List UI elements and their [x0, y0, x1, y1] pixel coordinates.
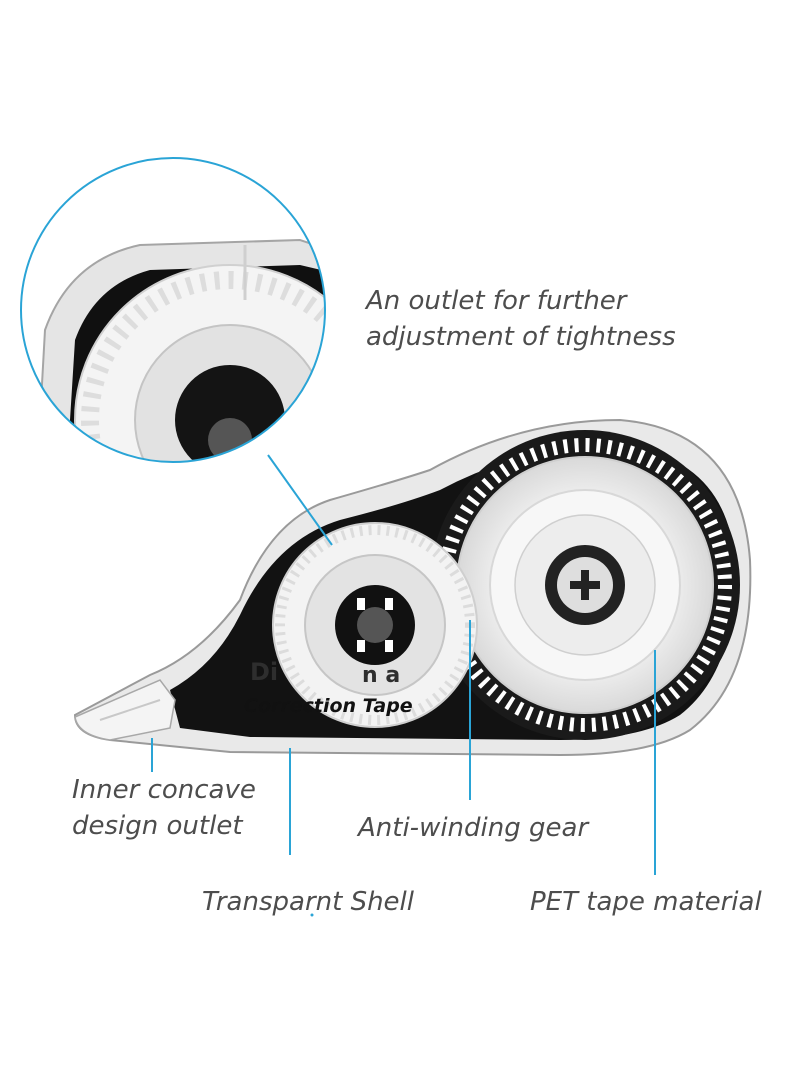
correction-tape-body: Di n a Correction Tape	[73, 418, 752, 757]
pet-tape-reel	[430, 430, 740, 740]
leader-line-zoom	[267, 454, 333, 546]
outlet-callout-label: An outlet for further adjustment of tigh…	[366, 283, 676, 355]
gear-callout-text: Anti-winding gear	[358, 813, 589, 843]
leader-dot	[310, 913, 314, 917]
leader-lines	[151, 454, 656, 875]
anti-winding-gear-reel	[272, 522, 478, 728]
zoom-detail-circle	[20, 157, 326, 463]
outlet-callout-line-1: An outlet for further	[366, 286, 627, 316]
inner-concave-callout-line-2: design outlet	[72, 811, 243, 841]
pet-callout-text: PET tape material	[530, 887, 762, 917]
shell-callout-text: Transparnt Shell	[202, 887, 414, 917]
brand-fragment-text: Di	[250, 658, 278, 686]
outlet-callout-line-2: adjustment of tightness	[366, 322, 676, 352]
correction-tape-printed-text: Correction Tape	[244, 695, 413, 717]
gear-callout-label: Anti-winding gear	[358, 810, 588, 846]
shell-callout-label: Transparnt Shell	[202, 884, 414, 920]
brand-fragment-text-2: n a	[362, 663, 400, 688]
nozzle-tip	[74, 679, 176, 741]
pet-callout-label: PET tape material	[530, 884, 762, 920]
inner-concave-callout-label: Inner concave design outlet	[72, 772, 256, 844]
inner-concave-callout-line-1: Inner concave	[72, 775, 256, 805]
